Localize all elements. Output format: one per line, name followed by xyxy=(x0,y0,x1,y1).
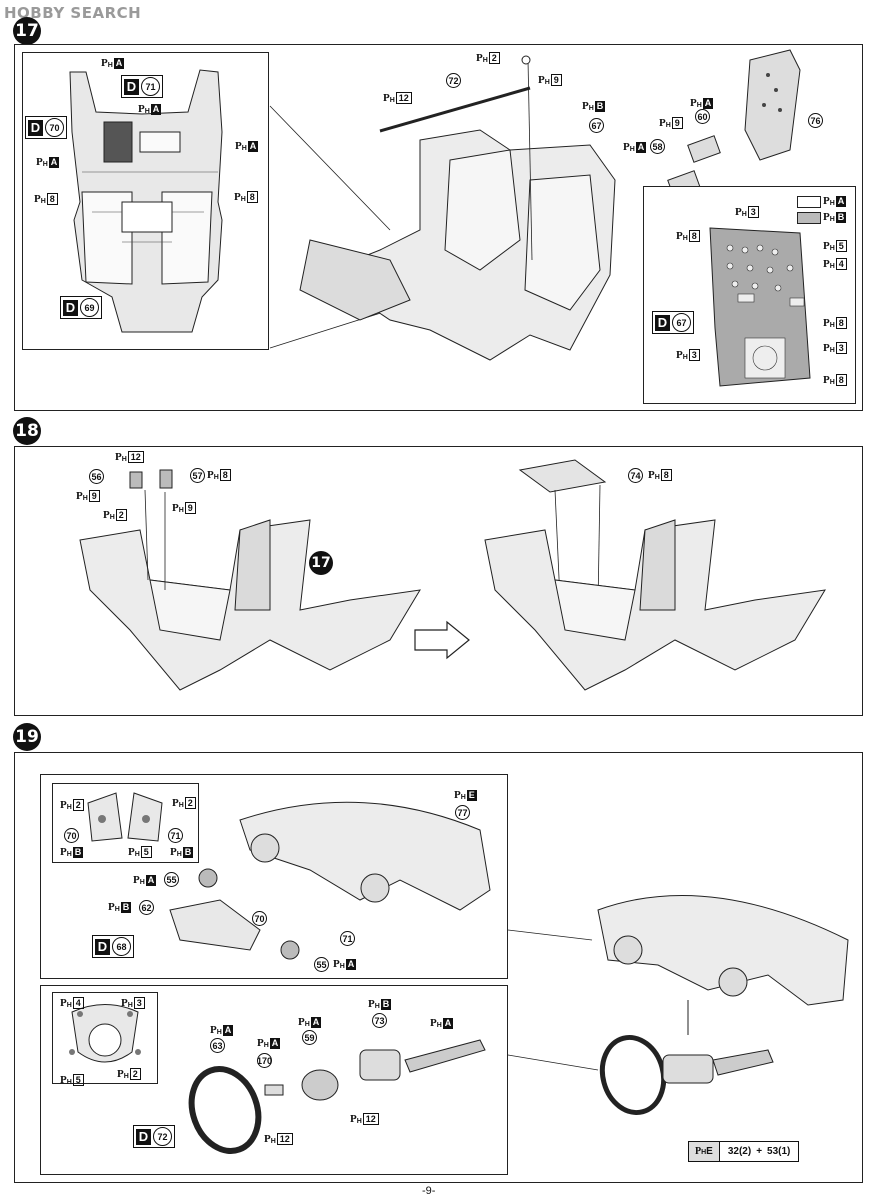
part-63-callout: 63 xyxy=(210,1038,225,1053)
part-67-callout: 67 xyxy=(589,118,604,133)
part-59-callout: 59 xyxy=(302,1030,317,1045)
part-58-callout: 58 xyxy=(650,139,665,154)
step-18-arrow-icon xyxy=(414,620,470,660)
page-number: -9- xyxy=(422,1185,436,1197)
part-73-callout: 73 xyxy=(372,1013,387,1028)
part-72-callout: 72 xyxy=(446,73,461,88)
part-170-callout: 170 xyxy=(257,1053,272,1068)
hobby-search-logo: HOBBY SEARCH xyxy=(4,4,142,22)
note-text: 32(2) + 53(1) xyxy=(727,1146,791,1157)
part-77-callout: 77 xyxy=(455,805,470,820)
step-18-tub-after-drawing xyxy=(484,459,826,691)
part-56-callout: 56 xyxy=(89,469,104,484)
legend-grey-swatch xyxy=(797,212,821,224)
console-panel-drawing xyxy=(709,227,811,387)
legend-white-swatch xyxy=(797,196,821,208)
inset-part-71-callout: 71 xyxy=(168,828,183,843)
note-ph-e-label: PHE xyxy=(689,1142,720,1161)
part-74-callout: 74 xyxy=(628,468,643,483)
inset-part-70-callout: 70 xyxy=(64,828,79,843)
dashboard-assembled-drawing xyxy=(507,894,849,1116)
wheel-back-view-drawing xyxy=(69,1004,141,1063)
part-57-callout: 57 xyxy=(190,468,205,483)
vent-panels-drawing xyxy=(87,792,163,842)
step-18-number: 18 xyxy=(13,417,41,445)
part-60-callout: 60 xyxy=(695,109,710,124)
part-62-callout: 62 xyxy=(139,900,154,915)
decal-note-box: PHE 32(2) + 53(1) xyxy=(688,1141,800,1162)
step-18-tub-before-drawing xyxy=(79,469,421,691)
part-70-callout: 70 xyxy=(252,911,267,926)
part-55-callout: 55 xyxy=(164,872,179,887)
dashboard-exploded-drawing xyxy=(169,801,491,960)
part-71-callout: 71 xyxy=(340,931,355,946)
steering-column-exploded-drawing xyxy=(188,1039,486,1154)
cockpit-tub-drawing xyxy=(269,55,616,361)
step-17-number: 17 xyxy=(13,17,41,45)
chassis-top-view-drawing xyxy=(69,69,223,333)
part-55b-callout: 55 xyxy=(314,957,329,972)
part-76-callout: 76 xyxy=(808,113,823,128)
step-17-reference: 17 xyxy=(309,551,333,575)
step-19-number: 19 xyxy=(13,723,41,751)
